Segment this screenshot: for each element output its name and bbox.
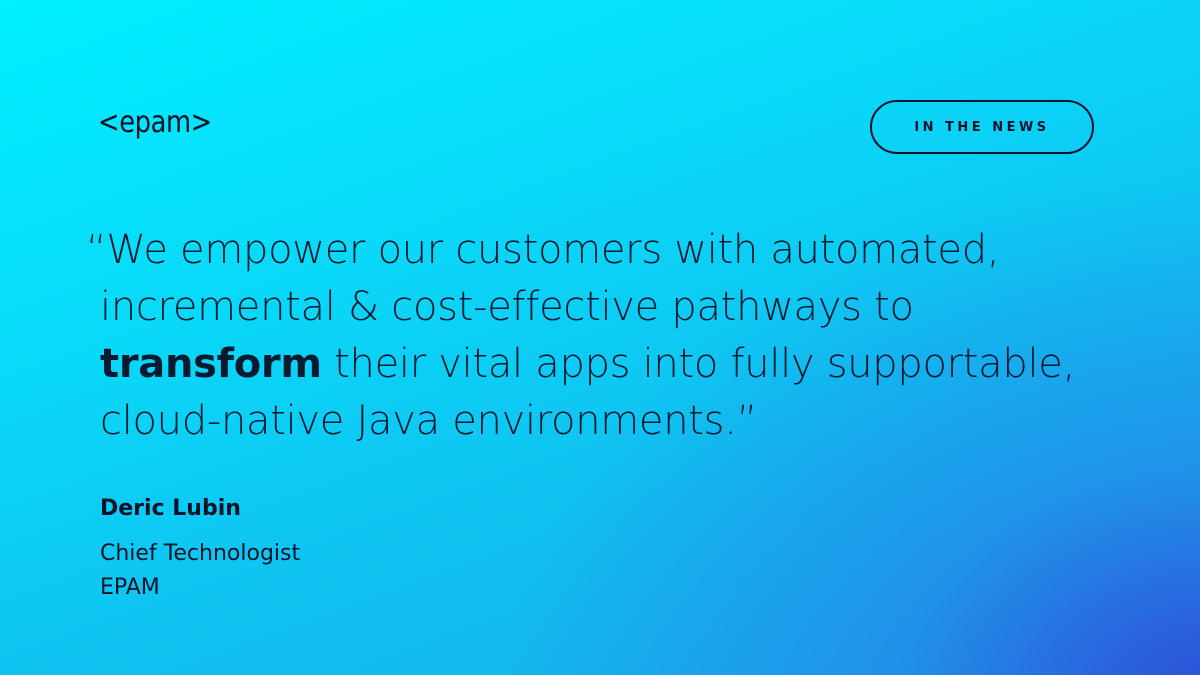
quote-line-3-rest: their vital apps into fully supportable,: [321, 341, 1076, 387]
quote-line-2: incremental & cost-effective pathways to: [100, 284, 914, 330]
author-name: Deric Lubin: [100, 496, 241, 521]
epam-logo: <epam>: [98, 105, 212, 140]
author-company: EPAM: [100, 575, 160, 600]
quote-line-1: “We empower our customers with automated…: [86, 227, 1000, 273]
quote-block: “We empower our customers with automated…: [86, 222, 1126, 450]
author-title: Chief Technologist: [100, 541, 301, 566]
in-the-news-badge: IN THE NEWS: [870, 100, 1094, 154]
quote-line-4: cloud-native Java environments.”: [100, 398, 758, 444]
quote-emphasis: transform: [100, 341, 322, 387]
quote-line-3: transform their vital apps into fully su…: [86, 336, 1126, 393]
